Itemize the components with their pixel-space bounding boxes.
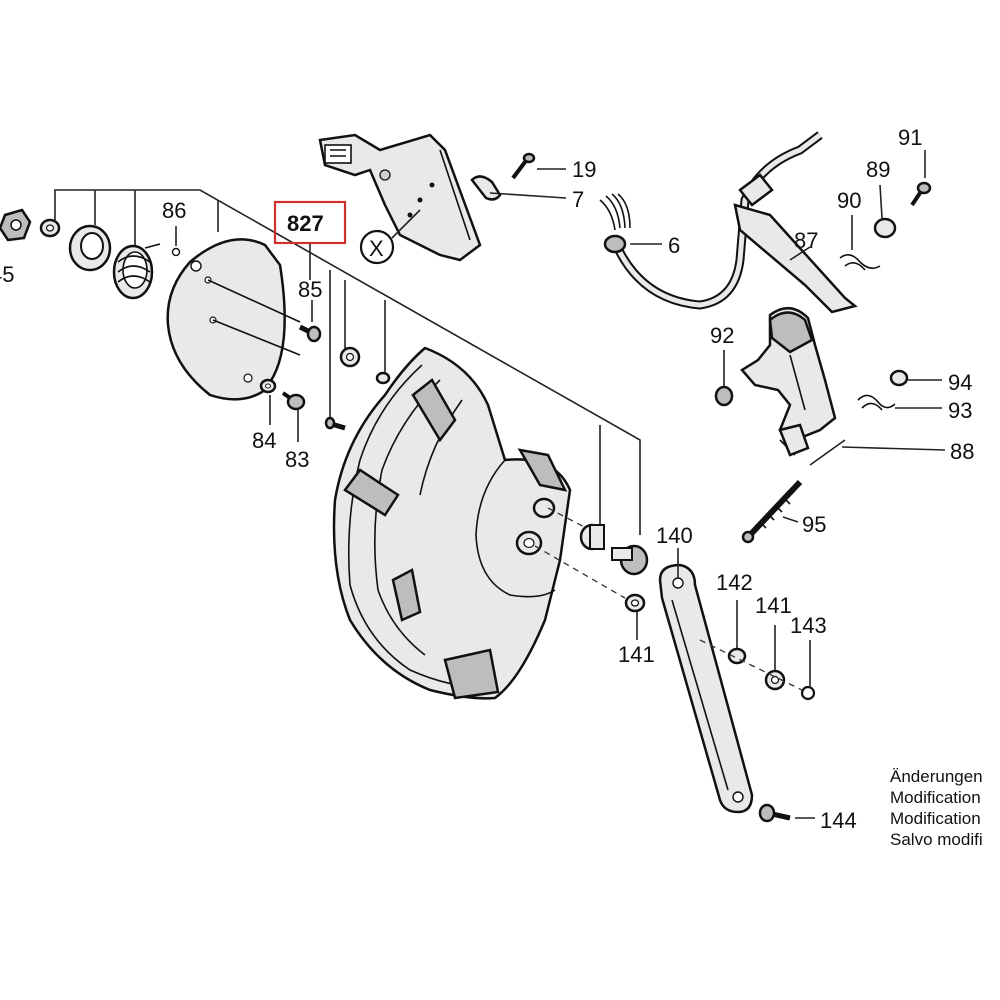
callout-143: 143 [790, 613, 827, 638]
note-line-2: Modification [890, 788, 981, 807]
blade-guard [332, 346, 626, 700]
washer-84 [259, 378, 277, 394]
callout-140: 140 [656, 523, 693, 548]
highlight-box [273, 200, 347, 245]
washer-141b [624, 593, 646, 613]
callout-142: 142 [716, 570, 753, 595]
callout-x: X [369, 236, 384, 261]
clip-7 [470, 175, 502, 201]
callout-87: 87 [794, 228, 818, 253]
callout-92: 92 [710, 323, 734, 348]
screw-91 [910, 181, 932, 207]
pin-86 [171, 247, 181, 257]
bearing [68, 224, 112, 272]
callout-141-b: 141 [618, 642, 655, 667]
lever-87 [733, 203, 858, 314]
cable-6 [599, 131, 823, 310]
trigger-assembly [740, 307, 837, 457]
nut-45 [0, 208, 32, 242]
bolt-hub [611, 544, 649, 576]
nut-94 [889, 369, 909, 387]
callout-90: 90 [837, 188, 861, 213]
callout-x-circle [359, 229, 395, 265]
cover-plate [166, 238, 301, 401]
spring-93 [857, 394, 896, 411]
leader-lines [175, 150, 946, 819]
callout-45: 45 [0, 262, 14, 287]
modification-notes: Änderungen Modification Modification Sal… [890, 767, 983, 849]
nut-92 [714, 385, 734, 407]
callout-93: 93 [948, 398, 972, 423]
callout-83: 83 [285, 447, 309, 472]
motor-housing-top [318, 133, 482, 262]
washer-small [39, 218, 61, 238]
callout-144: 144 [820, 808, 857, 833]
screw-19 [511, 152, 536, 180]
screw-144 [758, 803, 791, 823]
callout-6: 6 [668, 233, 680, 258]
callout-141-a: 141 [755, 593, 792, 618]
link-arm-140 [658, 563, 754, 814]
highlight-label: 827 [287, 211, 324, 236]
callout-84: 84 [252, 428, 276, 453]
nut-small [375, 371, 391, 385]
callout-labels: 45 86 85 84 83 19 7 X 6 91 89 90 87 92 9… [0, 125, 974, 833]
callout-19: 19 [572, 157, 596, 182]
highlighted-part-827: 827 [273, 200, 347, 245]
note-line-3: Modification [890, 809, 981, 828]
part-89 [873, 217, 897, 239]
screw-95 [741, 479, 803, 544]
screw-85 [298, 324, 322, 343]
callout-85: 85 [298, 277, 322, 302]
callout-91: 91 [898, 125, 922, 150]
screw-83 [281, 391, 306, 411]
callout-7: 7 [572, 187, 584, 212]
callout-86: 86 [162, 198, 186, 223]
note-line-1: Änderungen [890, 767, 983, 786]
note-line-4: Salvo modifi [890, 830, 983, 849]
washer-141a [764, 669, 786, 691]
callout-89: 89 [866, 157, 890, 182]
spring-90 [839, 254, 881, 271]
screw-left-small [324, 416, 346, 431]
clip-143 [800, 685, 816, 701]
callout-88: 88 [950, 439, 974, 464]
bushing-hub [579, 523, 605, 551]
spring-coil [112, 243, 161, 300]
group-bracket-lines [54, 189, 641, 535]
callout-95: 95 [802, 512, 826, 537]
bushing-left [339, 346, 361, 368]
callout-94: 94 [948, 370, 972, 395]
